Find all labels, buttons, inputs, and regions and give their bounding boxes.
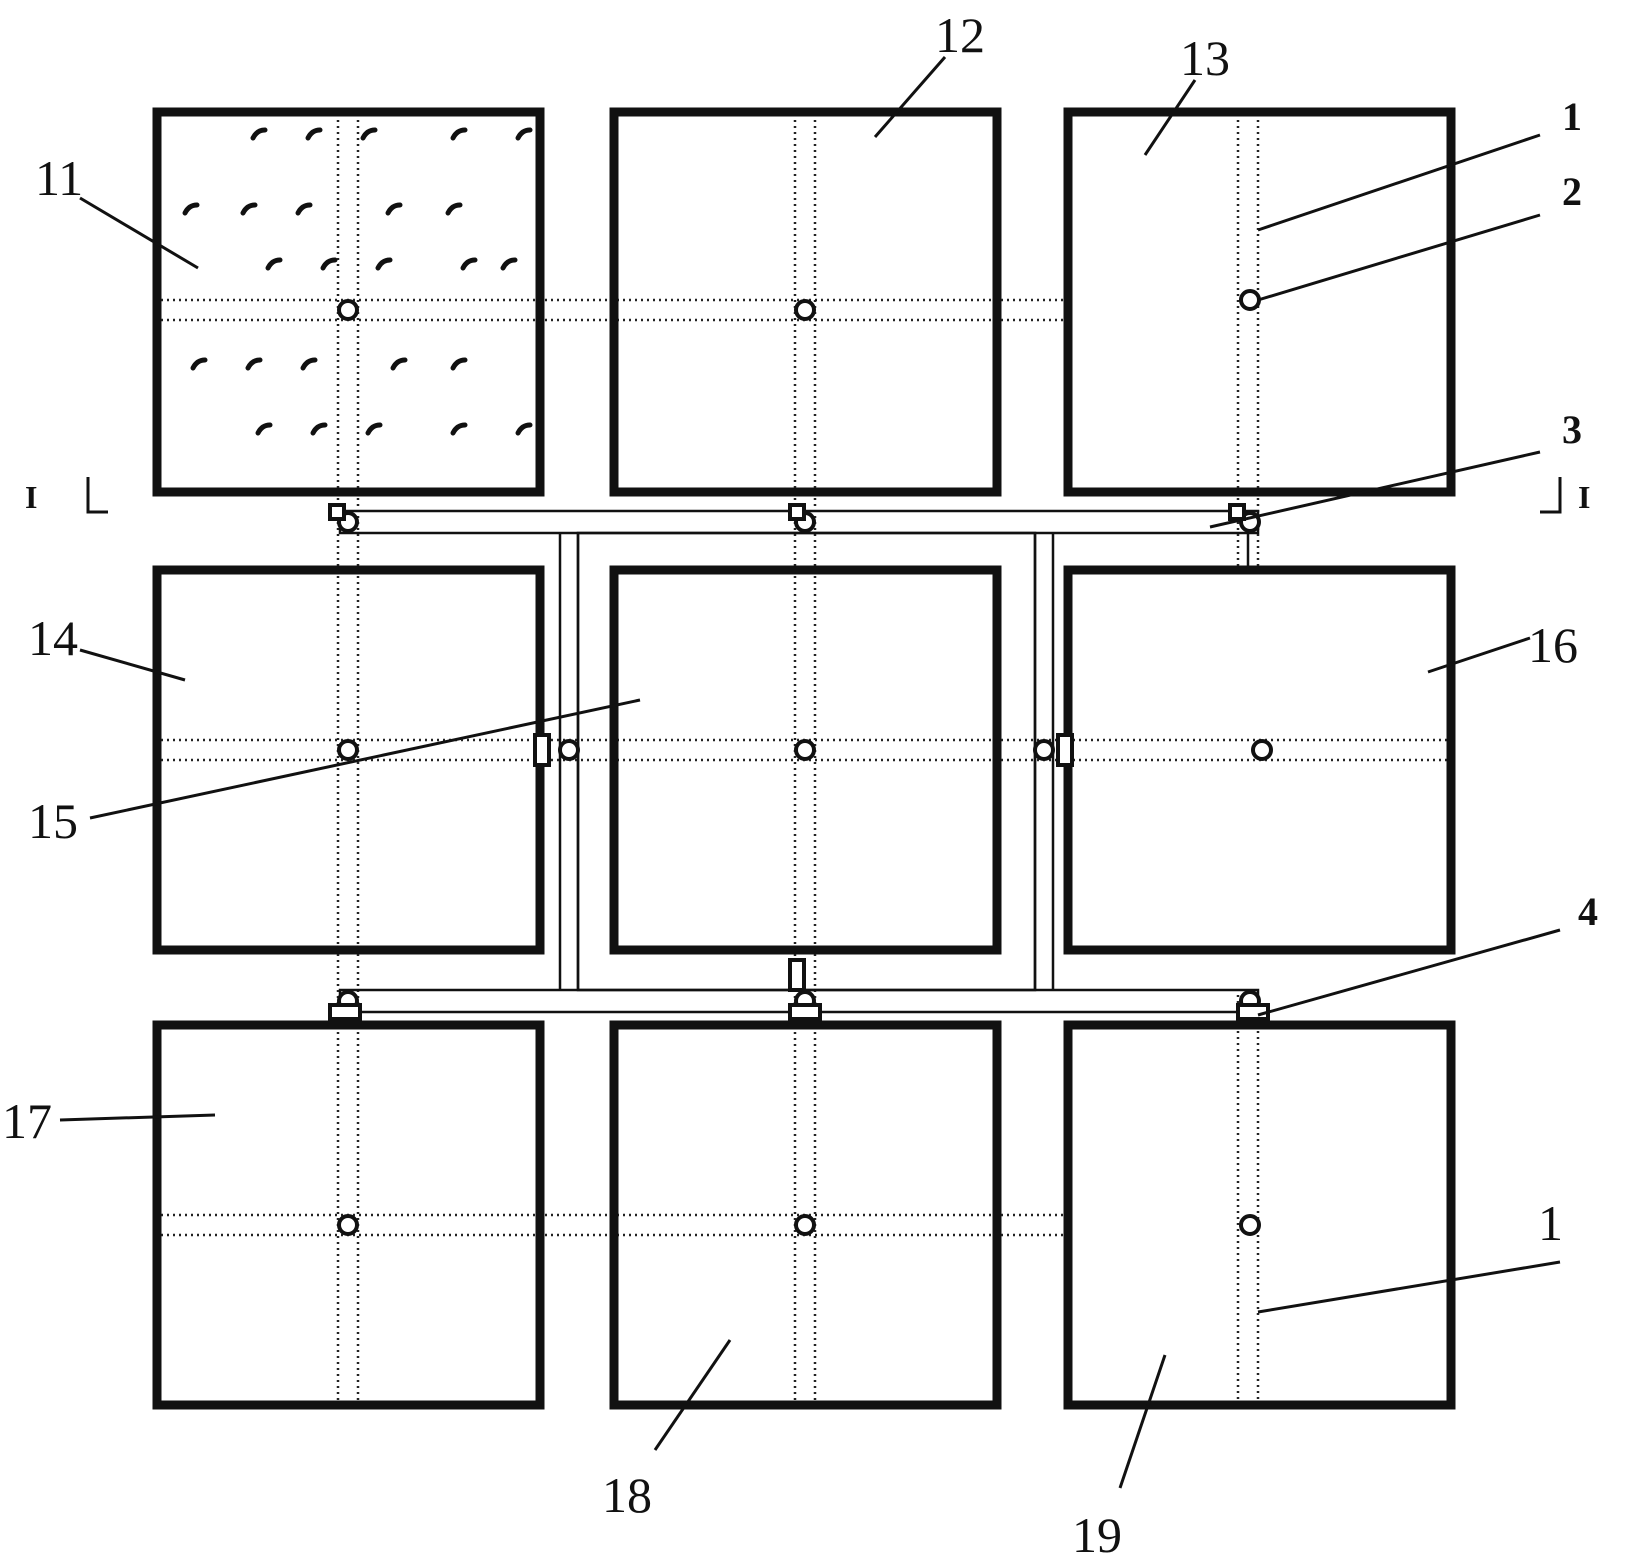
label-18: 18 (602, 1467, 652, 1523)
section-mark-left: I (25, 479, 37, 515)
panel-19 (1063, 1020, 1456, 1410)
section-mark-right: I (1578, 479, 1590, 515)
panel-11-hatching (182, 127, 533, 436)
panel-13 (1063, 107, 1456, 497)
panel-11 (152, 107, 545, 497)
label-17: 17 (2, 1093, 52, 1149)
label-4: 4 (1578, 889, 1598, 934)
label-1-top: 1 (1562, 94, 1582, 139)
label-11: 11 (35, 150, 83, 206)
label-12: 12 (935, 7, 985, 63)
label-16: 16 (1528, 617, 1578, 673)
label-14: 14 (28, 610, 78, 666)
label-15: 15 (28, 793, 78, 849)
label-2: 2 (1562, 169, 1582, 214)
label-3: 3 (1562, 407, 1582, 452)
panel-grid (152, 107, 1456, 1410)
labels: 11 12 13 14 15 16 17 18 19 1 2 3 4 1 (2, 7, 1598, 1558)
section-marks: I I (25, 477, 1590, 515)
leader-lines (59, 56, 1561, 1489)
label-19: 19 (1072, 1507, 1122, 1558)
panel-12 (609, 107, 1002, 497)
panel-17 (152, 1020, 545, 1410)
panel-18 (609, 1020, 1002, 1410)
label-13: 13 (1180, 30, 1230, 86)
label-1-bottom: 1 (1538, 1195, 1563, 1251)
panel-15 (609, 565, 1002, 955)
